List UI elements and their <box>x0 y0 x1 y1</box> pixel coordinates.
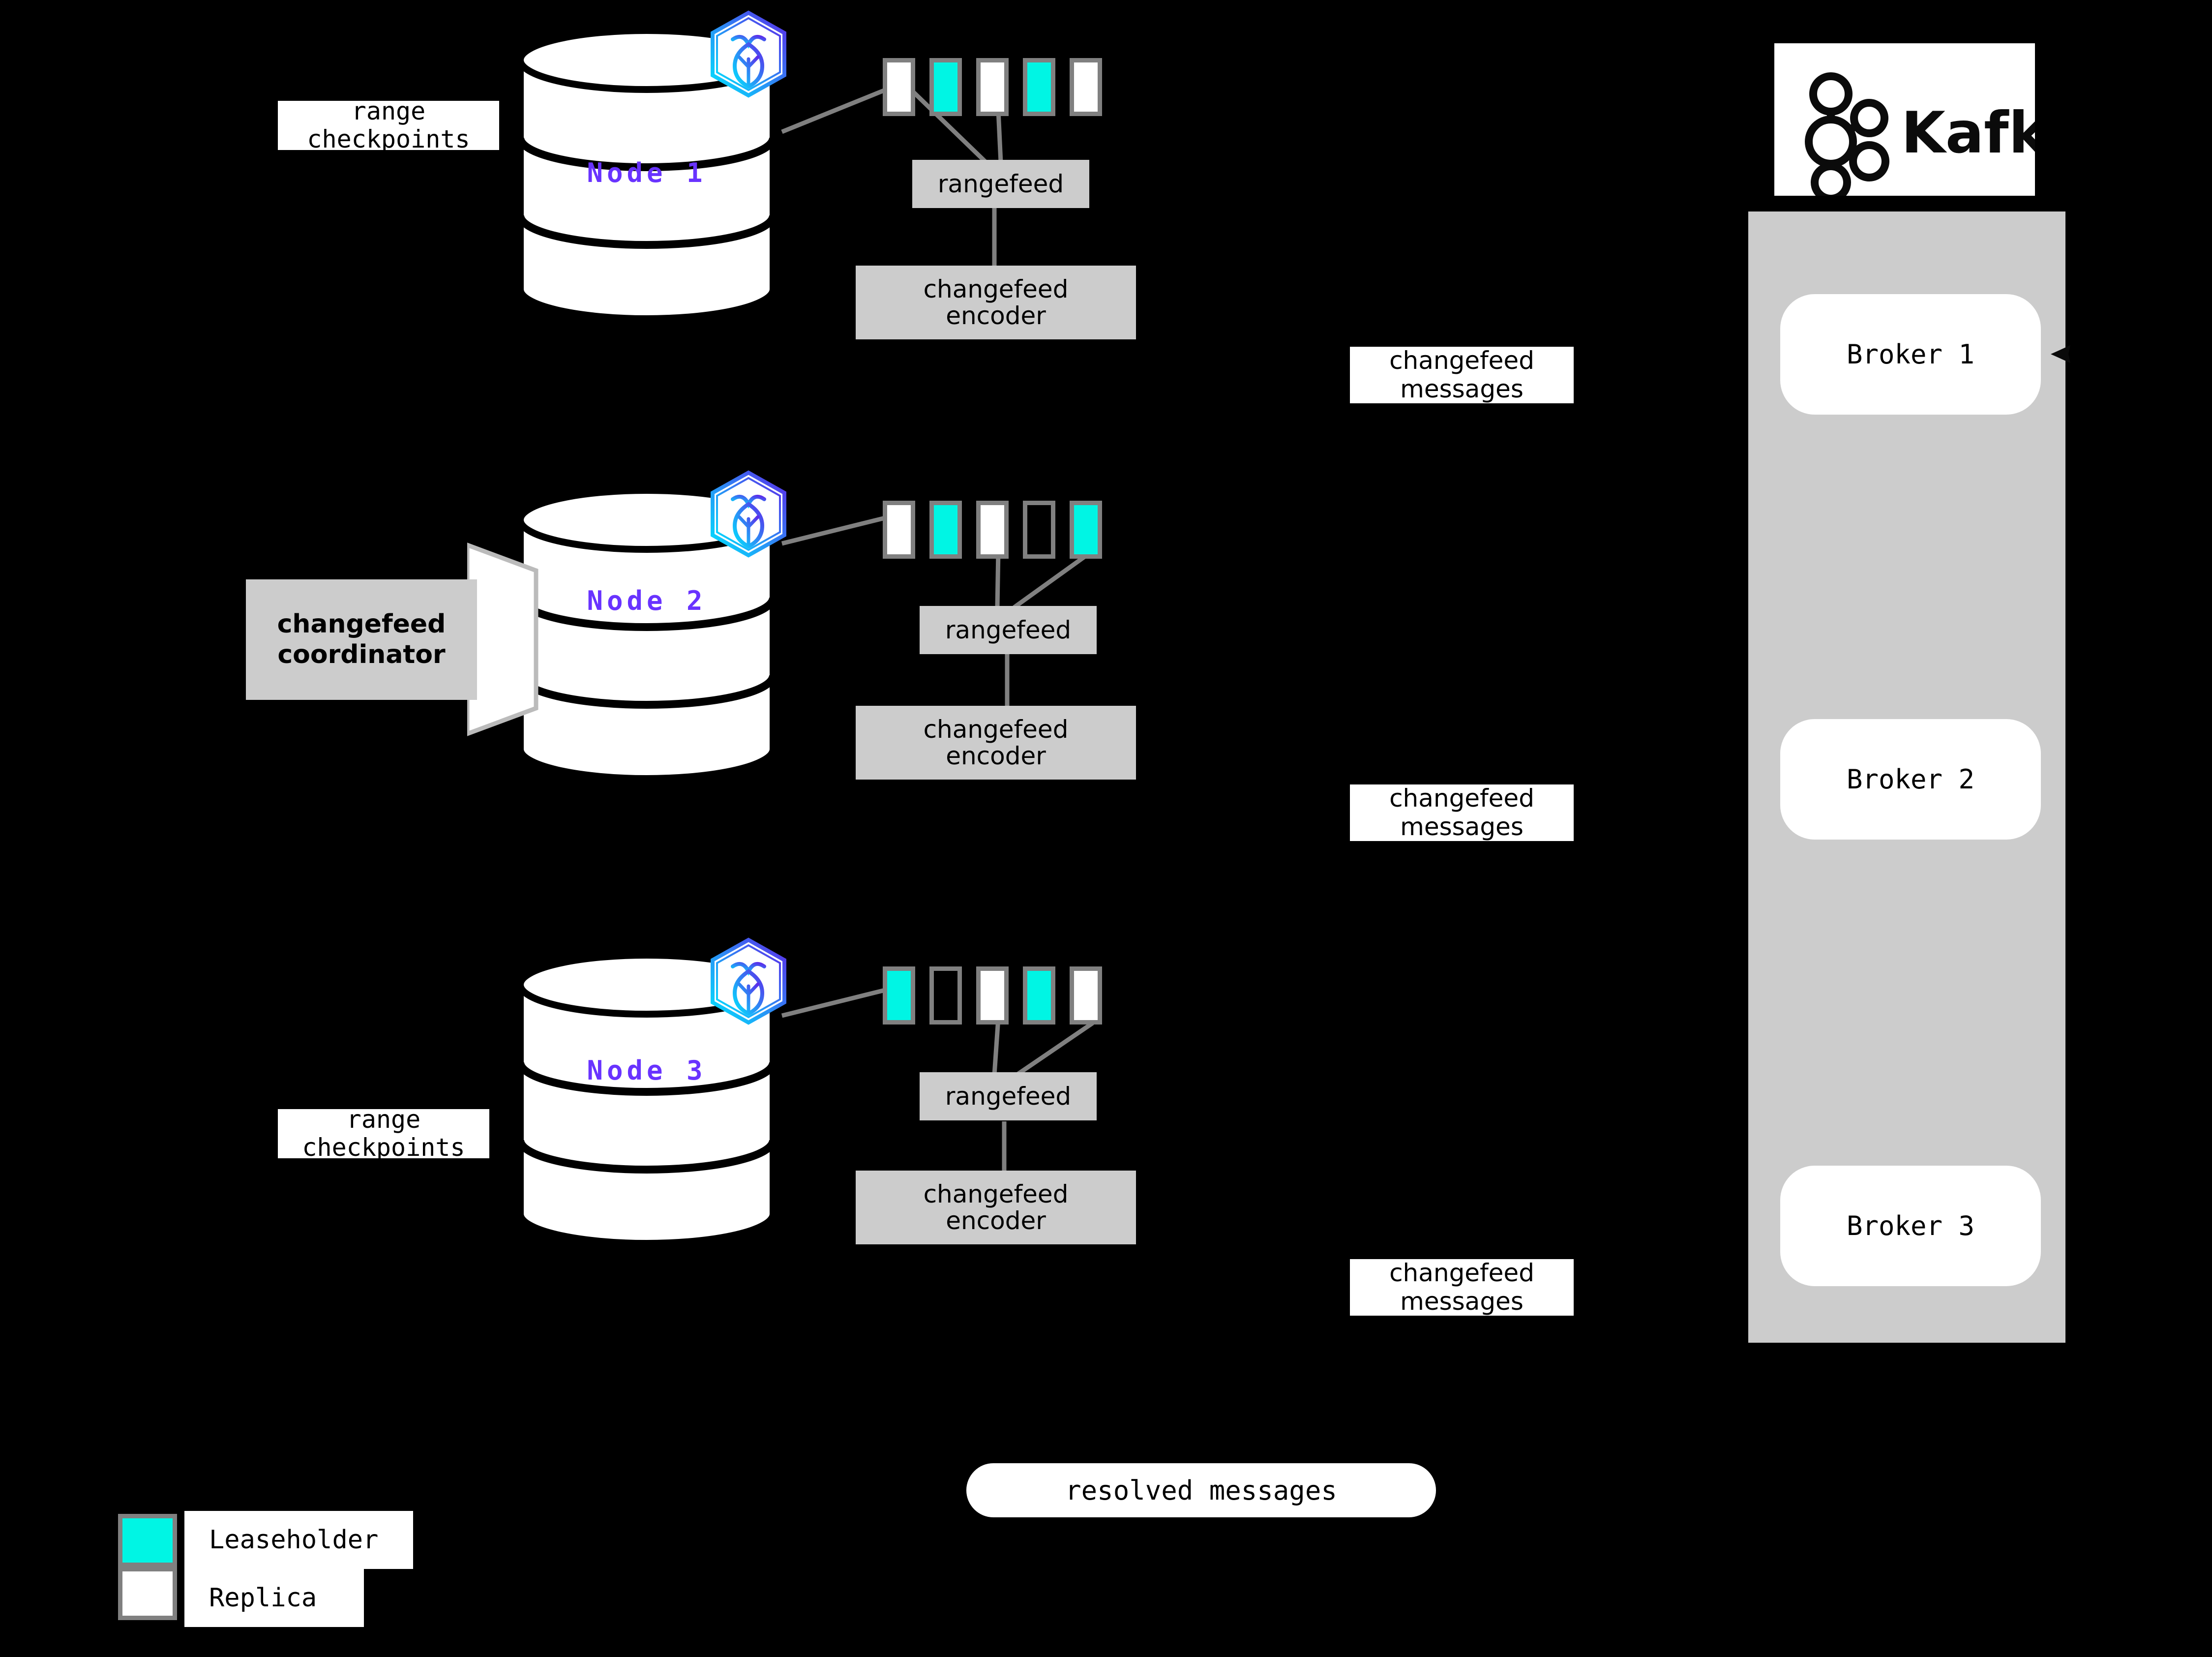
range-box-leaseholder[interactable] <box>929 58 962 116</box>
broker-2-box[interactable]: Broker 2 <box>1780 719 2041 840</box>
cylinder-shape <box>516 952 777 1247</box>
node-1-cylinder: Node 1 <box>516 25 777 325</box>
coordinator-pointer-icon <box>467 542 538 736</box>
node-3-label: Node 3 <box>587 1055 707 1086</box>
range-box-replica[interactable] <box>1070 966 1102 1024</box>
range-box-replica[interactable] <box>883 58 915 116</box>
node-2-changefeed-encoder-box[interactable]: changefeed encoder <box>856 706 1136 780</box>
kafka-node-graph-icon: Kafka <box>1805 72 2085 203</box>
range-box-replica[interactable] <box>1070 58 1102 116</box>
legend-label-leaseholder: Leaseholder <box>184 1511 413 1569</box>
resolved-messages-pill[interactable]: resolved messages <box>966 1463 1436 1517</box>
range-box-leaseholder[interactable] <box>929 501 962 559</box>
node-1-label: Node 1 <box>587 157 707 188</box>
changefeed-messages-label-2: changefeed messages <box>1350 784 1574 841</box>
legend-swatch-replica <box>118 1567 177 1620</box>
range-box-leaseholder[interactable] <box>1070 501 1102 559</box>
node-2-label: Node 2 <box>587 585 707 616</box>
cockroachdb-hex-icon <box>708 937 789 1025</box>
range-box-leaseholder[interactable] <box>883 966 915 1024</box>
node-2-cylinder: Node 2 <box>516 484 777 784</box>
cylinder-shape <box>516 487 777 782</box>
range-box-empty[interactable] <box>929 966 962 1024</box>
legend-label-replica: Replica <box>184 1569 364 1627</box>
range-box-leaseholder[interactable] <box>1023 58 1055 116</box>
range-box-empty[interactable] <box>1023 501 1055 559</box>
node-2-rangefeed-box[interactable]: rangefeed <box>920 606 1097 654</box>
changefeed-coordinator-box[interactable]: changefeed coordinator <box>246 579 477 700</box>
broker-1-inbound-arrow-icon <box>2051 345 2070 363</box>
node-1-changefeed-encoder-box[interactable]: changefeed encoder <box>856 266 1136 339</box>
cockroachdb-hex-icon <box>708 470 789 558</box>
svg-text:Kafka: Kafka <box>1901 100 2035 166</box>
cockroachdb-hex-icon <box>708 10 789 98</box>
range-box-replica[interactable] <box>976 966 1009 1024</box>
node-3-cylinder: Node 3 <box>516 949 777 1249</box>
node-1-range-checkpoints-note: range checkpoints <box>278 97 499 153</box>
range-box-replica[interactable] <box>883 501 915 559</box>
broker-1-box[interactable]: Broker 1 <box>1780 294 2041 415</box>
range-box-replica[interactable] <box>976 58 1009 116</box>
legend-swatch-leaseholder <box>118 1514 177 1567</box>
broker-3-box[interactable]: Broker 3 <box>1780 1166 2041 1286</box>
changefeed-messages-label-3: changefeed messages <box>1350 1259 1574 1316</box>
cylinder-shape <box>516 27 777 322</box>
changefeed-messages-label-1: changefeed messages <box>1350 346 1574 403</box>
node-3-range-checkpoints-note: range checkpoints <box>278 1105 489 1162</box>
kafka-logo: Kafka <box>1774 43 2085 203</box>
range-box-leaseholder[interactable] <box>1023 966 1055 1024</box>
node-3-changefeed-encoder-box[interactable]: changefeed encoder <box>856 1171 1136 1244</box>
range-box-replica[interactable] <box>976 501 1009 559</box>
node-3-rangefeed-box[interactable]: rangefeed <box>920 1072 1097 1120</box>
node-1-rangefeed-box[interactable]: rangefeed <box>912 160 1089 208</box>
